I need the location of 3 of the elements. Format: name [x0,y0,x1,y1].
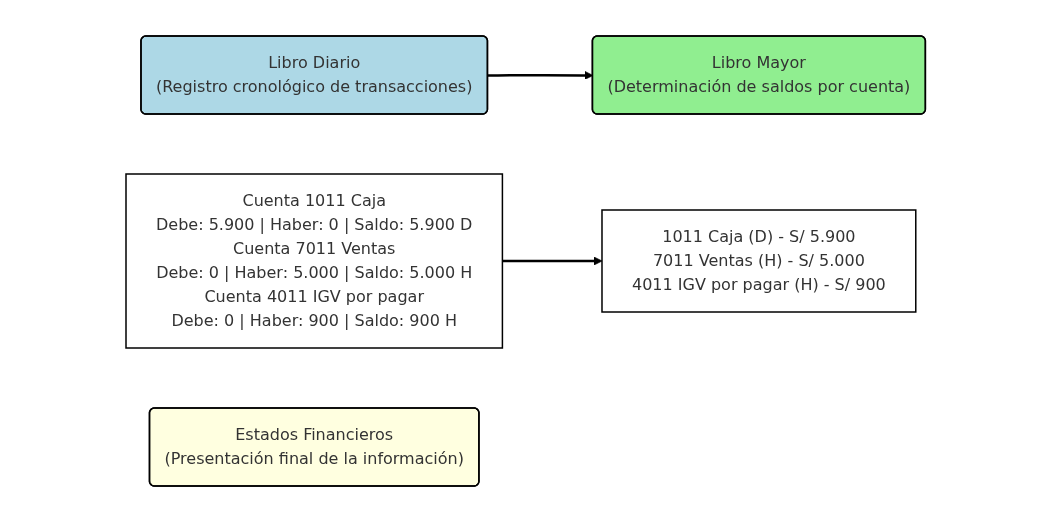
arrow [502,256,603,265]
node-box: Cuenta 1011 Caja Debe: 5.900 | Haber: 0 | Saldo: 5.900 D Cuenta 7011 Ventas Debe: 0 | Haber: 5.000 | Saldo: 5.000 H Cuenta 4011 IGV por pagar Debe: 0 | Haber: 900 | Saldo: 900 H [125,172,504,349]
node-box: 1011 Caja (D) - S/ 5.900 7011 Ventas (H) - S/ 5.000 4011 IGV por pagar (H) - S/ 900 [601,208,917,313]
